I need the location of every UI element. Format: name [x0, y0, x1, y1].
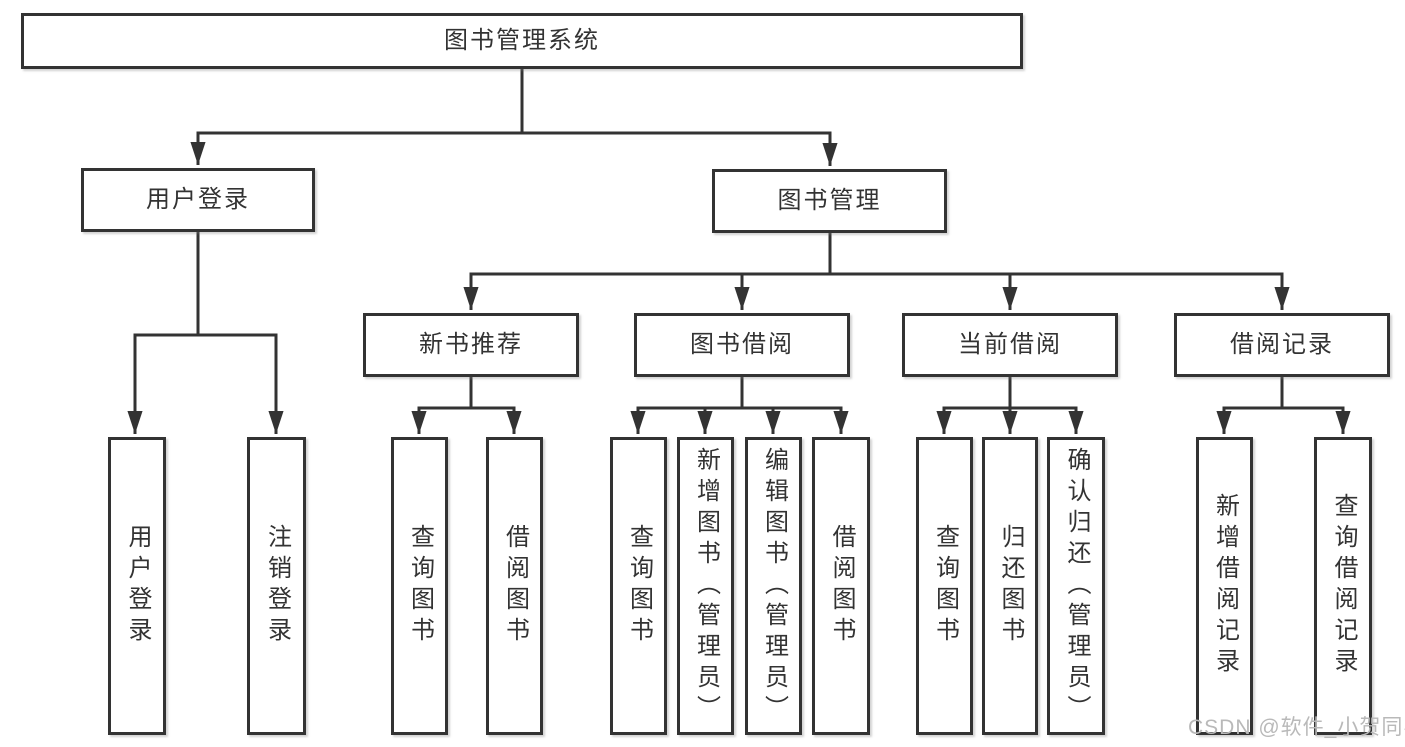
node-cur-return-book-label: 归还图书 [997, 524, 1024, 648]
node-cur-confirm-return-admin: 确认归还（管理员） [1047, 437, 1105, 735]
node-root: 图书管理系统 [21, 13, 1023, 69]
node-current-borrow-label: 当前借阅 [958, 331, 1062, 358]
node-cur-confirm-return-admin-label: 确认归还（管理员） [1063, 446, 1090, 726]
node-book-management-label: 图书管理 [777, 187, 882, 214]
node-cur-query-book: 查询图书 [916, 437, 973, 735]
node-record-query-label: 查询借阅记录 [1330, 493, 1357, 679]
node-bw-query-book: 查询图书 [610, 437, 667, 735]
node-new-book-recommend: 新书推荐 [363, 313, 579, 377]
csdn-watermark: CSDN @软件_小贺同学 [1188, 716, 1405, 739]
node-rec-query-book: 查询图书 [391, 437, 448, 735]
node-bw-add-book-admin: 新增图书（管理员） [677, 437, 734, 735]
node-user-login: 用户登录 [81, 168, 315, 232]
node-rec-borrow-book: 借阅图书 [486, 437, 543, 735]
node-bw-borrow-book-label: 借阅图书 [828, 524, 855, 648]
node-new-book-recommend-label: 新书推荐 [419, 331, 523, 358]
node-book-borrow: 图书借阅 [634, 313, 850, 377]
node-user-login-label: 用户登录 [146, 186, 250, 213]
node-bw-edit-book-admin-label: 编辑图书（管理员） [760, 446, 788, 726]
node-bw-add-book-admin-label: 新增图书（管理员） [692, 446, 720, 726]
node-rec-borrow-book-label: 借阅图书 [501, 524, 529, 648]
node-user-login-action-label: 用户登录 [124, 524, 151, 648]
node-cur-query-book-label: 查询图书 [931, 524, 959, 648]
node-bw-query-book-label: 查询图书 [625, 524, 653, 648]
node-logout: 注销登录 [247, 437, 306, 735]
node-borrow-record-label: 借阅记录 [1230, 331, 1334, 358]
node-bw-edit-book-admin: 编辑图书（管理员） [745, 437, 802, 735]
node-root-label: 图书管理系统 [444, 27, 600, 54]
node-user-login-action: 用户登录 [108, 437, 166, 735]
node-record-add: 新增借阅记录 [1196, 437, 1253, 735]
node-current-borrow: 当前借阅 [902, 313, 1118, 377]
node-book-management: 图书管理 [712, 169, 947, 233]
node-rec-query-book-label: 查询图书 [406, 524, 434, 648]
node-record-query: 查询借阅记录 [1314, 437, 1372, 735]
node-cur-return-book: 归还图书 [982, 437, 1038, 735]
node-book-borrow-label: 图书借阅 [690, 331, 794, 358]
node-logout-label: 注销登录 [263, 524, 291, 648]
node-bw-borrow-book: 借阅图书 [812, 437, 870, 735]
node-record-add-label: 新增借阅记录 [1211, 493, 1239, 679]
node-borrow-record: 借阅记录 [1174, 313, 1390, 377]
